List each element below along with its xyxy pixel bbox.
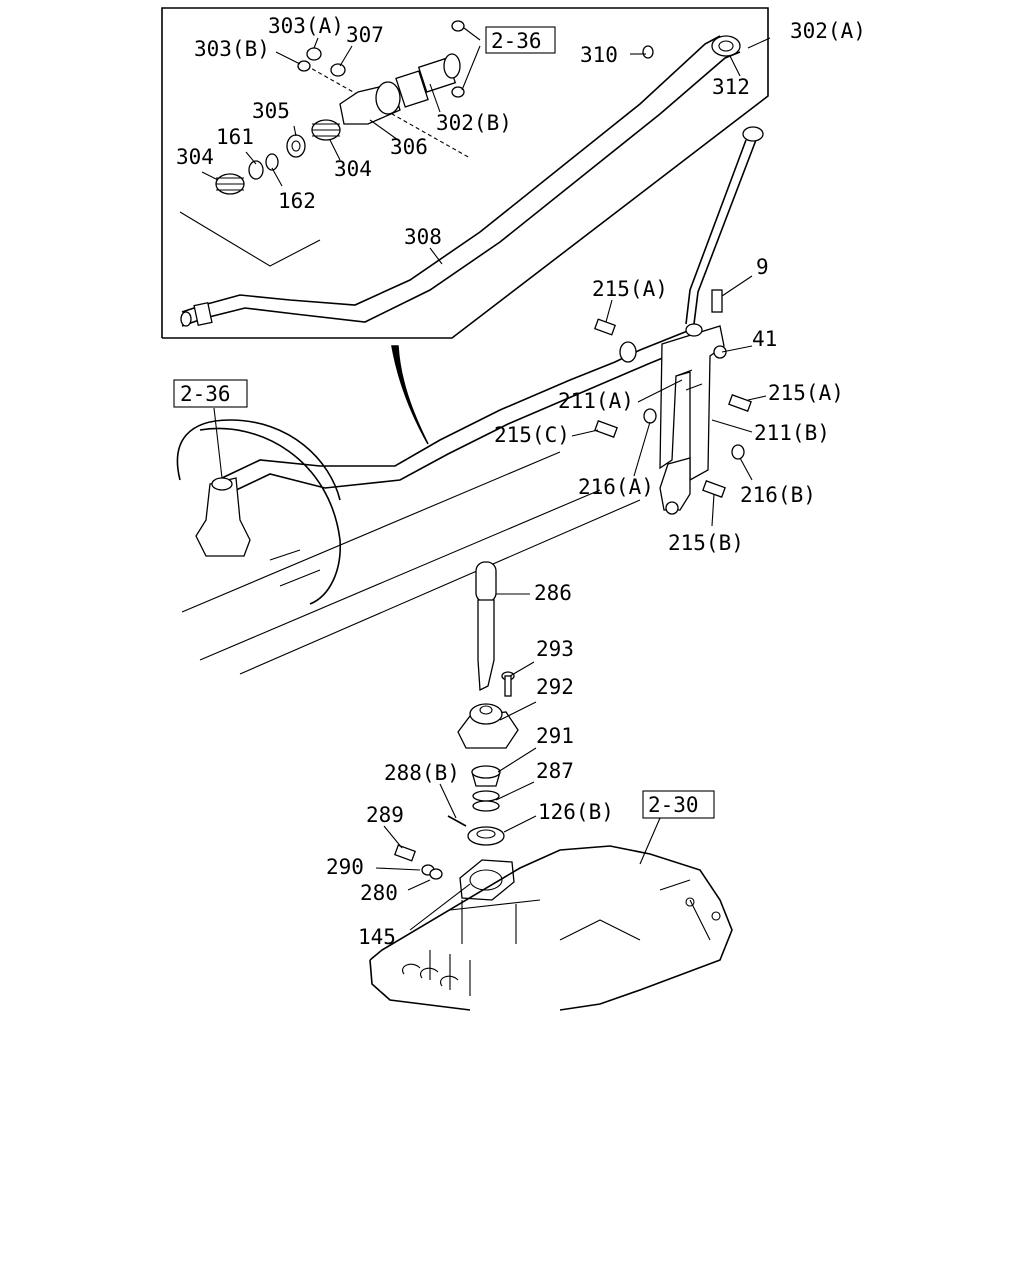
shift-rod-lower — [221, 329, 693, 493]
callout-290: 290 — [326, 855, 364, 879]
callout-215a-right: 215(A) — [768, 381, 844, 405]
callout-287: 287 — [536, 759, 574, 783]
callout-215a-top: 215(A) — [592, 277, 668, 301]
callout-305: 305 — [252, 99, 290, 123]
ref-box-2-30 — [642, 790, 715, 819]
callout-215b: 215(B) — [668, 531, 744, 555]
springs-304 — [215, 119, 341, 195]
small-parts-inset — [248, 20, 654, 180]
ref-box-2-36-top — [485, 26, 556, 54]
callout-288b: 288(B) — [384, 761, 460, 785]
frame-outline-left — [176, 419, 641, 675]
callout-304-left: 304 — [176, 145, 214, 169]
inset-frame — [161, 7, 769, 339]
callout-307: 307 — [346, 23, 384, 47]
callout-216b: 216(B) — [740, 483, 816, 507]
callout-308: 308 — [404, 225, 442, 249]
ref-box-2-36-left — [173, 379, 248, 408]
callout-162: 162 — [278, 189, 316, 213]
callout-302b: 302(B) — [436, 111, 512, 135]
bolts-215 — [593, 289, 752, 498]
callout-289: 289 — [366, 803, 404, 827]
callout-161: 161 — [216, 125, 254, 149]
callout-41: 41 — [752, 327, 777, 351]
callout-312: 312 — [712, 75, 750, 99]
callout-304-right: 304 — [334, 157, 372, 181]
shift-lever-upper — [685, 126, 764, 325]
callout-145: 145 — [358, 925, 396, 949]
callout-9: 9 — [756, 255, 769, 279]
callout-126b: 126(B) — [538, 800, 614, 824]
callout-211a: 211(A) — [558, 389, 634, 413]
callout-292: 292 — [536, 675, 574, 699]
callout-302a: 302(A) — [790, 19, 866, 43]
seat-291-spring-287 — [471, 765, 501, 812]
ref-label-2-30: 2-30 — [648, 793, 699, 817]
callout-293: 293 — [536, 637, 574, 661]
exploded-guide-line — [179, 211, 321, 267]
shift-rod-308 — [180, 35, 741, 327]
bolts-289-290 — [393, 844, 443, 880]
ref-label-2-36-left: 2-36 — [180, 382, 231, 406]
gasket-145 — [459, 859, 515, 901]
detail-pointer-arc — [391, 345, 429, 445]
lever-seat-292 — [457, 703, 519, 749]
callout-303a: 303(A) — [268, 14, 344, 38]
ref-label-2-36-top: 2-36 — [491, 29, 542, 53]
callout-215c: 215(C) — [494, 423, 570, 447]
callout-306: 306 — [390, 135, 428, 159]
callout-211b: 211(B) — [754, 421, 830, 445]
leader-lines — [201, 27, 771, 931]
callout-280: 280 — [360, 881, 398, 905]
transmission-case — [369, 845, 733, 1011]
callout-310: 310 — [580, 43, 618, 67]
callout-286: 286 — [534, 581, 572, 605]
lever-bracket-211 — [659, 323, 725, 515]
callout-291: 291 — [536, 724, 574, 748]
callout-216a: 216(A) — [578, 475, 654, 499]
bushing-126b — [447, 815, 505, 846]
shift-housing-306 — [339, 53, 461, 125]
shift-lever-286 — [475, 561, 515, 697]
exploded-axis-line — [299, 61, 471, 159]
callout-303b: 303(B) — [194, 37, 270, 61]
